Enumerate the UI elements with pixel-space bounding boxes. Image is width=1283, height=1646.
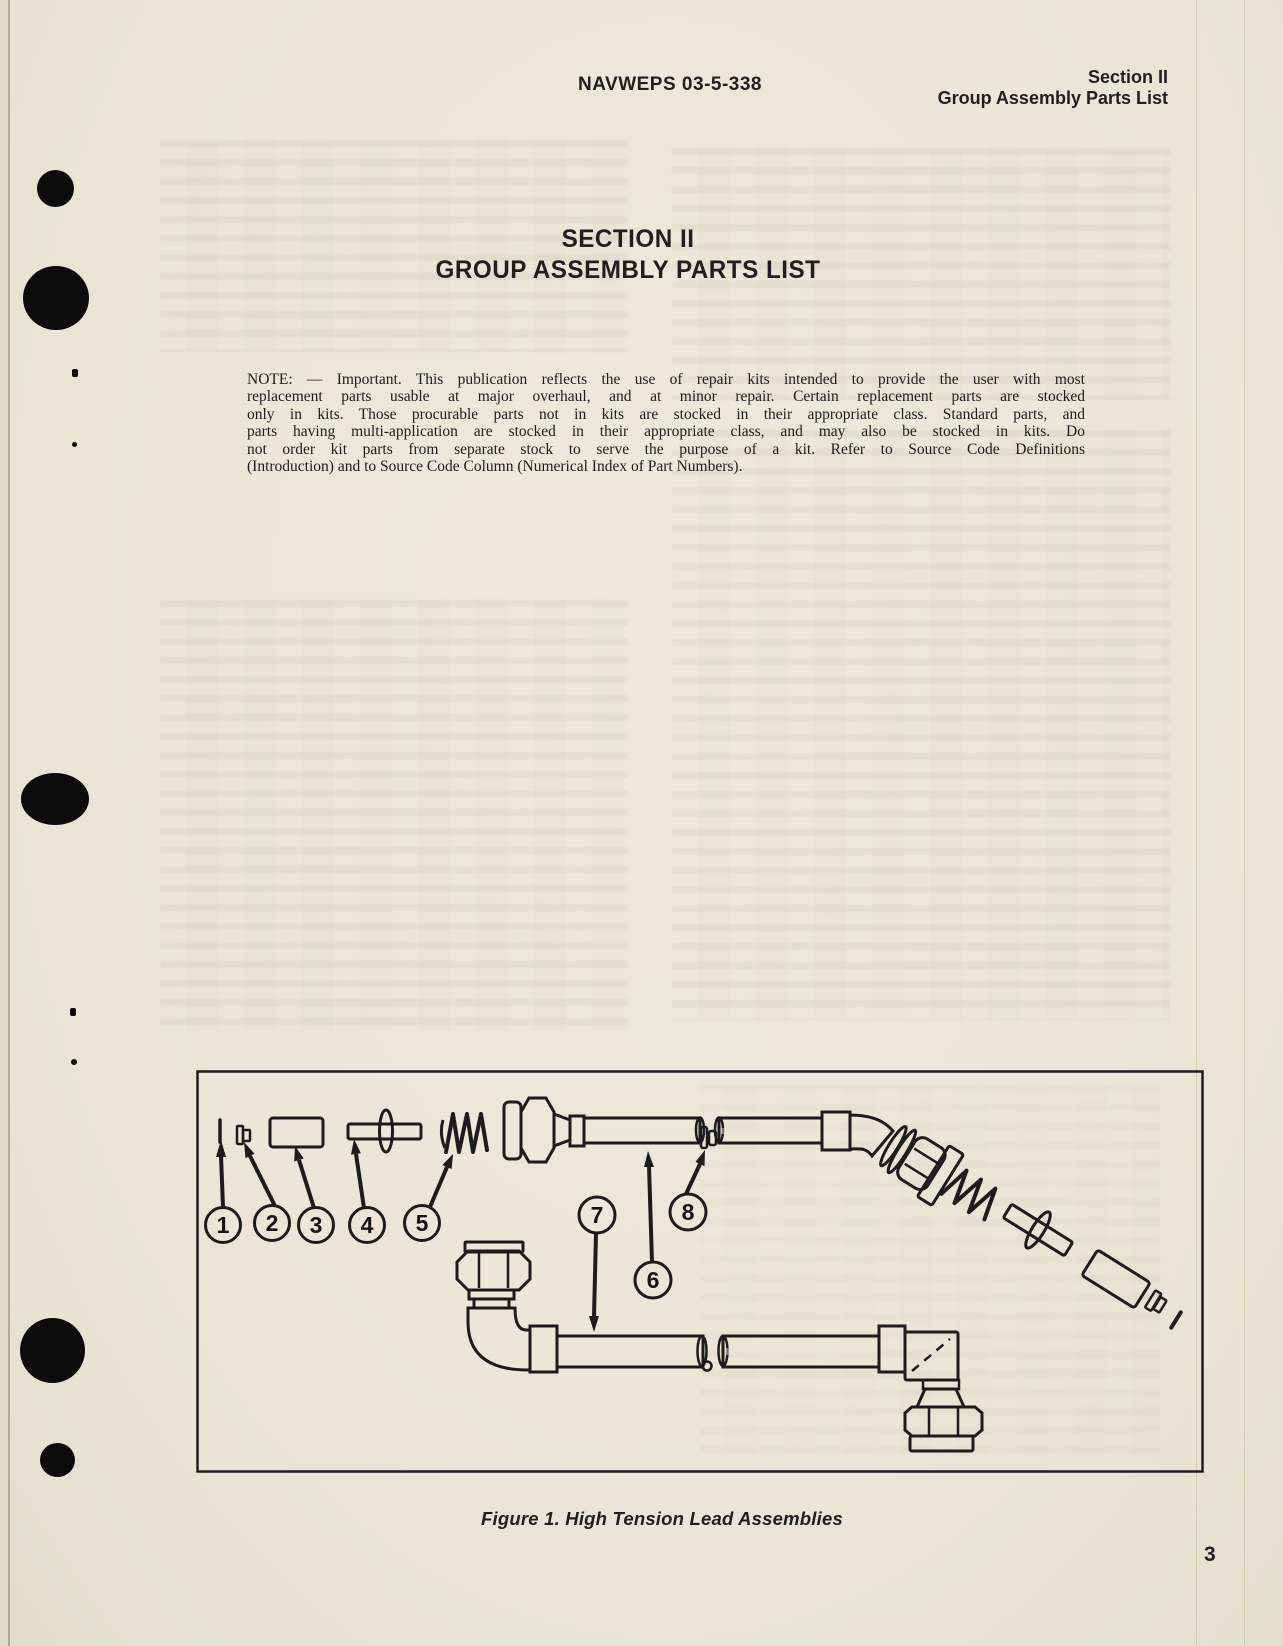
callout-3-number: 3 [310, 1212, 323, 1238]
lower-cable-left [555, 1334, 713, 1372]
lower-cable-right [717, 1334, 881, 1369]
part-ferrule-small [235, 1124, 252, 1146]
lower-ferrule-right [877, 1324, 907, 1374]
note-line: NOTE: — Important. This publication refl… [247, 371, 1085, 388]
exploded-sleeve [1081, 1249, 1151, 1309]
bleed-through-text [160, 600, 628, 1030]
callout-1-number: 1 [217, 1212, 230, 1238]
note-line: not order kit parts from separate stock … [247, 440, 1085, 458]
note-line: only in kits. Those procurable parts not… [247, 405, 1085, 423]
callout-2: 2 [244, 1142, 291, 1242]
note-line: parts having multi-application are stock… [247, 423, 1085, 441]
punch-mark [40, 1443, 75, 1477]
paper-crease [1244, 0, 1245, 1646]
header-section-sublabel: Group Assembly Parts List [937, 88, 1168, 108]
header-section-block: Section II Group Assembly Parts List [938, 67, 1168, 109]
callout-3: 3 [294, 1146, 335, 1244]
callout-2-number: 2 [266, 1210, 279, 1236]
lower-ferrule-left [528, 1324, 559, 1374]
section-title-line2: GROUP ASSEMBLY PARTS LIST [435, 256, 821, 284]
figure-1-illustration: 1 2 3 4 [196, 1070, 1204, 1473]
punch-mark [37, 170, 74, 207]
upper-cable-right [713, 1116, 824, 1145]
staple-mark [72, 369, 78, 377]
bleed-through-text [672, 148, 1170, 400]
staple-mark [70, 1008, 76, 1016]
staple-mark [71, 1059, 77, 1065]
straight-connector [502, 1096, 586, 1164]
staple-mark [72, 442, 77, 447]
elbow-45-nut [879, 1124, 965, 1207]
note-paragraph: NOTE: — Important. This publication refl… [247, 371, 1085, 475]
header-section-label: Section II [1087, 67, 1168, 87]
note-line: replacement parts usable at major overha… [247, 388, 1085, 406]
punch-mark [20, 1318, 85, 1383]
punch-mark [23, 266, 89, 330]
callout-5-number: 5 [416, 1210, 429, 1236]
exploded-spring [939, 1168, 998, 1222]
exploded-ferrule [1144, 1289, 1168, 1314]
high-tension-lead-assemblies-drawing: 1 2 3 4 [196, 1070, 1204, 1473]
page-edge-strip [0, 0, 8, 1646]
callout-7-number: 7 [591, 1202, 604, 1228]
part-contact-assembly [346, 1108, 423, 1154]
callout-6-number: 6 [647, 1267, 660, 1293]
exploded-pin [1169, 1310, 1183, 1330]
figure-border [196, 1070, 1204, 1473]
callout-7: 7 [577, 1195, 617, 1332]
callout-8-number: 8 [682, 1199, 695, 1225]
elbow-ferrule [820, 1110, 852, 1152]
part-spring-end [439, 1119, 447, 1149]
elbow-45-body [848, 1113, 895, 1159]
part-spring [444, 1112, 489, 1154]
callout-6: 6 [633, 1151, 673, 1300]
exploded-contact [1002, 1203, 1074, 1257]
bleed-through-text [672, 430, 1170, 1020]
section-title: SECTION II GROUP ASSEMBLY PARTS LIST [192, 224, 1065, 286]
bleed-through-text [160, 140, 628, 352]
callout-8: 8 [668, 1150, 708, 1232]
callout-5: 5 [403, 1154, 453, 1242]
elbow-90-right [903, 1330, 984, 1453]
part-insulator-sleeve [268, 1116, 325, 1149]
page-number: 3 [1204, 1543, 1216, 1566]
callout-4-number: 4 [361, 1212, 374, 1238]
elbow-90-left [455, 1240, 532, 1372]
upper-cable-left [582, 1116, 706, 1145]
callout-4: 4 [348, 1139, 386, 1244]
document-number: NAVWEPS 03-5-338 [578, 74, 762, 95]
punch-mark [21, 773, 89, 825]
note-line: (Introduction) and to Source Code Column… [247, 458, 743, 476]
paper-crease [1196, 0, 1197, 1646]
page-edge-line [8, 0, 10, 1646]
figure-caption: Figure 1. High Tension Lead Assemblies [481, 1508, 843, 1529]
section-title-line1: SECTION II [561, 225, 695, 253]
callout-1: 1 [204, 1140, 242, 1244]
